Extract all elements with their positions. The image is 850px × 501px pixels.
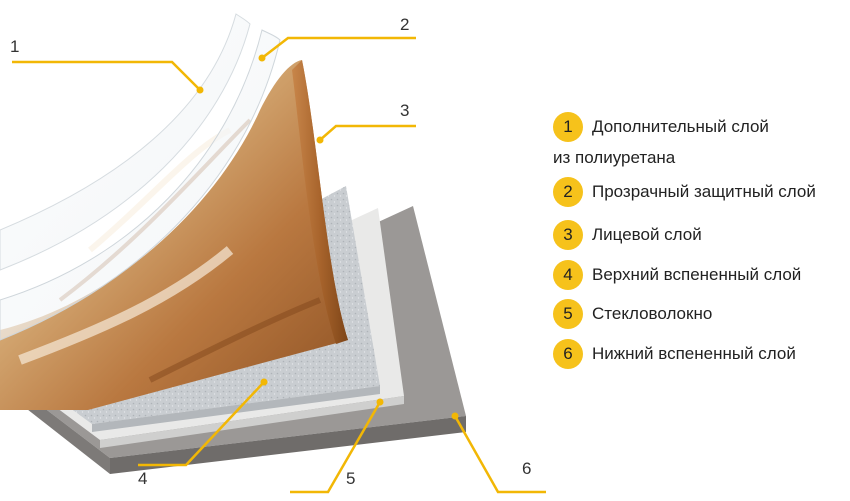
- leader-line-6: [453, 415, 546, 494]
- leader-line-3: [319, 124, 416, 141]
- legend-label: Стекловолокно: [592, 304, 713, 323]
- legend-label: Лицевой слой: [592, 225, 702, 244]
- legend-label: Нижний вспененный слой: [592, 344, 796, 363]
- leader-line-5: [290, 401, 382, 494]
- legend-badge: 1: [553, 112, 583, 142]
- legend-label: Прозрачный защитный слой: [592, 182, 816, 201]
- leader-line-2: [261, 36, 416, 59]
- callout-6: 6: [522, 459, 531, 478]
- legend-badge: 3: [553, 220, 583, 250]
- legend-badge: 4: [553, 260, 583, 290]
- callout-1: 1: [10, 37, 19, 56]
- layer-2-transparent-film: [0, 29, 281, 341]
- leader-dots: [196, 54, 459, 420]
- callout-4: 4: [138, 469, 147, 488]
- layer-1-polyurethane-film: [0, 13, 251, 271]
- legend-label: Верхний вспененный слой: [592, 265, 802, 284]
- legend-label-line2: из полиуретана: [553, 148, 676, 167]
- legend-label: Дополнительный слой из полиуретана: [553, 117, 769, 167]
- legend-badge: 2: [553, 177, 583, 207]
- callout-5: 5: [346, 469, 355, 488]
- leader-lines: [12, 36, 546, 494]
- leader-line-1: [12, 60, 201, 91]
- legend-badge: 6: [553, 339, 583, 369]
- legend-badge: 5: [553, 299, 583, 329]
- leader-line-4: [138, 381, 265, 467]
- callout-2: 2: [400, 15, 409, 34]
- callout-3: 3: [400, 101, 409, 120]
